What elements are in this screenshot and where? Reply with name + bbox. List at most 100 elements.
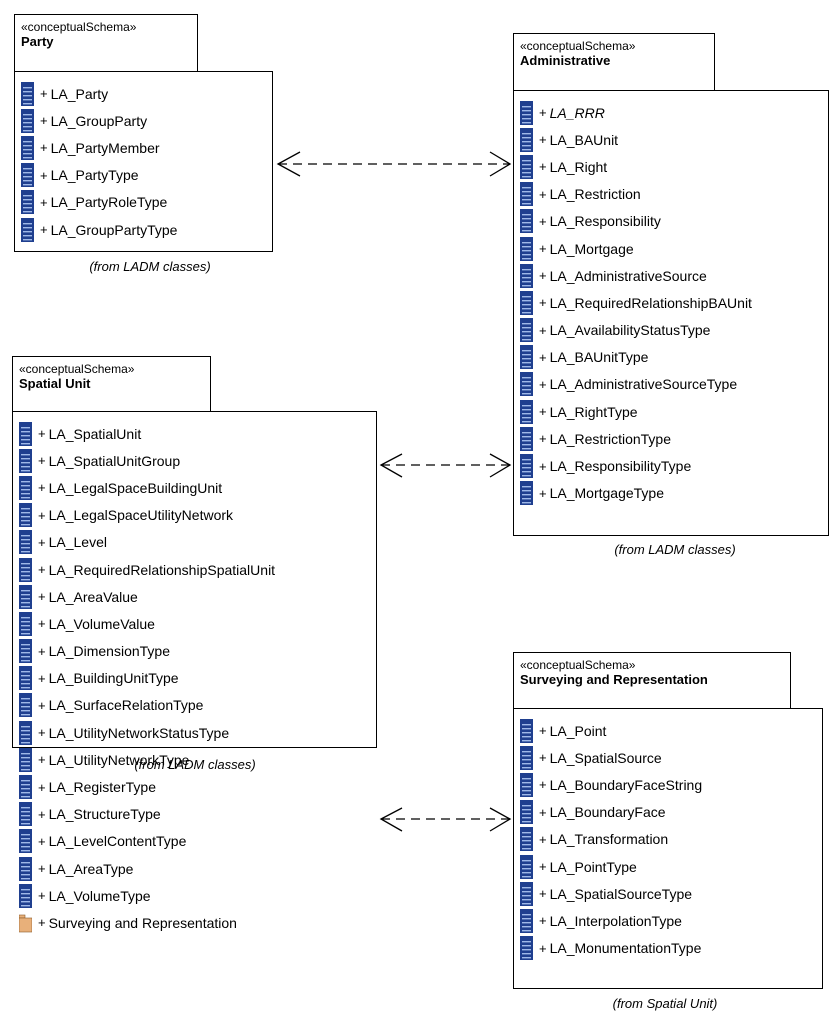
class-icon: [21, 135, 34, 163]
package-member-item[interactable]: +LA_BoundaryFace: [520, 799, 702, 828]
package-member-item[interactable]: +LA_BoundaryFaceString: [520, 771, 702, 800]
package-member-item[interactable]: +LA_RightType: [520, 398, 752, 427]
class-name: LA_UtilityNetworkType: [48, 751, 190, 768]
package-member-item[interactable]: +LA_BAUnitType: [520, 344, 752, 373]
class-icon: [520, 290, 533, 318]
package-member-item[interactable]: +LA_MortgageType: [520, 480, 752, 509]
class-name: LA_VolumeValue: [48, 615, 155, 632]
arrow-head-left: [276, 151, 301, 177]
class-icon: [19, 611, 32, 639]
package-member-item[interactable]: +LA_StructureType: [19, 801, 275, 830]
visibility-marker: +: [539, 159, 547, 175]
package-member-item[interactable]: +LA_VolumeValue: [19, 610, 275, 639]
package-body-spatial-unit[interactable]: +LA_SpatialUnit+LA_SpatialUnitGroup+LA_L…: [12, 411, 377, 933]
class-name: LA_UtilityNetworkStatusType: [48, 724, 230, 741]
package-tab-party[interactable]: «conceptualSchema» Party: [14, 14, 198, 72]
class-icon: [520, 454, 533, 482]
package-member-item[interactable]: +LA_LegalSpaceUtilityNetwork: [19, 502, 275, 531]
package-member-item[interactable]: +LA_GroupPartyType: [21, 216, 177, 245]
package-member-item[interactable]: +LA_InterpolationType: [520, 907, 702, 936]
class-icon: [520, 800, 533, 828]
visibility-marker: +: [40, 194, 48, 210]
package-member-item[interactable]: +LA_AreaType: [19, 855, 275, 884]
class-icon: [520, 345, 533, 373]
package-member-item[interactable]: +LA_Point: [520, 717, 702, 746]
package-member-item[interactable]: +LA_UtilityNetworkStatusType: [19, 719, 275, 748]
package-member-item[interactable]: +LA_AreaValue: [19, 583, 275, 612]
package-member-item[interactable]: +LA_LevelContentType: [19, 828, 275, 857]
visibility-marker: +: [38, 616, 46, 632]
package-member-item[interactable]: +LA_LegalSpaceBuildingUnit: [19, 474, 275, 503]
visibility-marker: +: [40, 86, 48, 102]
arrow-head-right: [489, 453, 512, 478]
package-member-item[interactable]: +LA_MonumentationType: [520, 935, 702, 964]
visibility-marker: +: [539, 376, 547, 392]
package-member-item[interactable]: +LA_Transformation: [520, 826, 702, 855]
package-member-item[interactable]: +LA_Mortgage: [520, 235, 752, 264]
package-member-item[interactable]: +LA_BAUnit: [520, 126, 752, 155]
package-member-item[interactable]: +LA_RegisterType: [19, 773, 275, 803]
package-body-party[interactable]: +LA_Party+LA_GroupParty+LA_PartyMember+L…: [14, 71, 273, 252]
package-title: Party: [21, 34, 54, 49]
package-member-item[interactable]: +LA_RestrictionType: [520, 425, 752, 454]
visibility-marker: +: [539, 268, 547, 284]
package-tab-surveying[interactable]: «conceptualSchema» Surveying and Represe…: [513, 652, 791, 709]
package-member-item[interactable]: +LA_SpatialSource: [520, 744, 702, 773]
package-member-item[interactable]: +LA_Right: [520, 153, 752, 182]
package-member-item[interactable]: +LA_SpatialUnit: [19, 420, 275, 449]
class-name: LA_VolumeType: [48, 887, 151, 904]
class-icon: [520, 426, 533, 454]
package-member-item[interactable]: +LA_GroupParty: [21, 107, 177, 136]
class-name: LA_InterpolationType: [549, 912, 682, 929]
visibility-marker: +: [40, 140, 48, 156]
visibility-marker: +: [38, 697, 46, 713]
class-icon: [520, 182, 533, 210]
package-member-item[interactable]: +LA_Party: [21, 80, 177, 109]
visibility-marker: +: [38, 915, 46, 931]
package-member-item[interactable]: +LA_SpatialSourceType: [520, 880, 702, 909]
visibility-marker: +: [539, 913, 547, 929]
class-icon: [520, 127, 533, 155]
package-member-item[interactable]: +LA_AdministrativeSource: [520, 262, 752, 291]
class-icon: [520, 372, 533, 400]
package-member-item[interactable]: +LA_RequiredRelationshipBAUnit: [520, 289, 752, 318]
package-member-item[interactable]: +LA_VolumeType: [19, 882, 275, 911]
class-name: LA_Transformation: [549, 831, 669, 848]
class-name: LA_SpatialUnit: [48, 425, 142, 442]
class-icon: [19, 503, 32, 531]
package-member-item[interactable]: +LA_Level: [19, 529, 275, 558]
class-icon: [19, 802, 32, 830]
package-member-item[interactable]: +LA_PartyMember: [21, 134, 177, 163]
package-member-item[interactable]: +LA_SurfaceRelationType: [19, 692, 275, 721]
package-member-item[interactable]: +LA_DimensionType: [19, 638, 275, 667]
package-member-item[interactable]: +LA_AvailabilityStatusType: [520, 317, 752, 346]
package-member-item[interactable]: +LA_BuildingUnitType: [19, 665, 275, 694]
package-item-list: +LA_SpatialUnit+LA_SpatialUnitGroup+LA_L…: [18, 420, 276, 937]
package-member-item[interactable]: +LA_RequiredRelationshipSpatialUnit: [19, 556, 276, 585]
package-member-item[interactable]: +LA_Restriction: [520, 181, 752, 210]
class-name: LA_PartyRoleType: [50, 194, 168, 211]
class-icon: [520, 399, 533, 427]
package-member-item[interactable]: +LA_AdministrativeSourceType: [520, 371, 752, 400]
package-member-item[interactable]: +LA_Responsibility: [520, 208, 752, 237]
package-body-administrative[interactable]: +LA_RRR+LA_BAUnit+LA_Right+LA_Restrictio…: [513, 90, 829, 536]
package-item-list: +LA_Party+LA_GroupParty+LA_PartyMember+L…: [21, 80, 177, 245]
package-member-item[interactable]: +LA_UtilityNetworkType: [19, 746, 275, 775]
package-member-item[interactable]: +LA_PartyType: [21, 162, 177, 191]
class-icon: [520, 100, 533, 128]
package-member-item[interactable]: +Surveying and Representation: [18, 909, 275, 936]
visibility-marker: +: [539, 213, 547, 229]
package-member-item[interactable]: +LA_PointType: [520, 853, 702, 882]
class-icon: [19, 775, 32, 803]
package-member-item[interactable]: +LA_ResponsibilityType: [520, 452, 752, 482]
class-icon: [21, 108, 34, 136]
visibility-marker: +: [40, 167, 48, 183]
class-name: LA_RightType: [549, 403, 638, 420]
package-body-surveying[interactable]: +LA_Point+LA_SpatialSource+LA_BoundaryFa…: [513, 708, 823, 989]
class-name: LA_RequiredRelationshipSpatialUnit: [48, 561, 276, 578]
class-icon: [520, 772, 533, 800]
package-member-item[interactable]: +LA_PartyRoleType: [21, 189, 177, 218]
package-member-item[interactable]: +LA_SpatialUnitGroup: [19, 447, 275, 476]
class-name: LA_LegalSpaceBuildingUnit: [48, 479, 223, 496]
package-member-item[interactable]: +LA_RRR: [520, 99, 752, 128]
